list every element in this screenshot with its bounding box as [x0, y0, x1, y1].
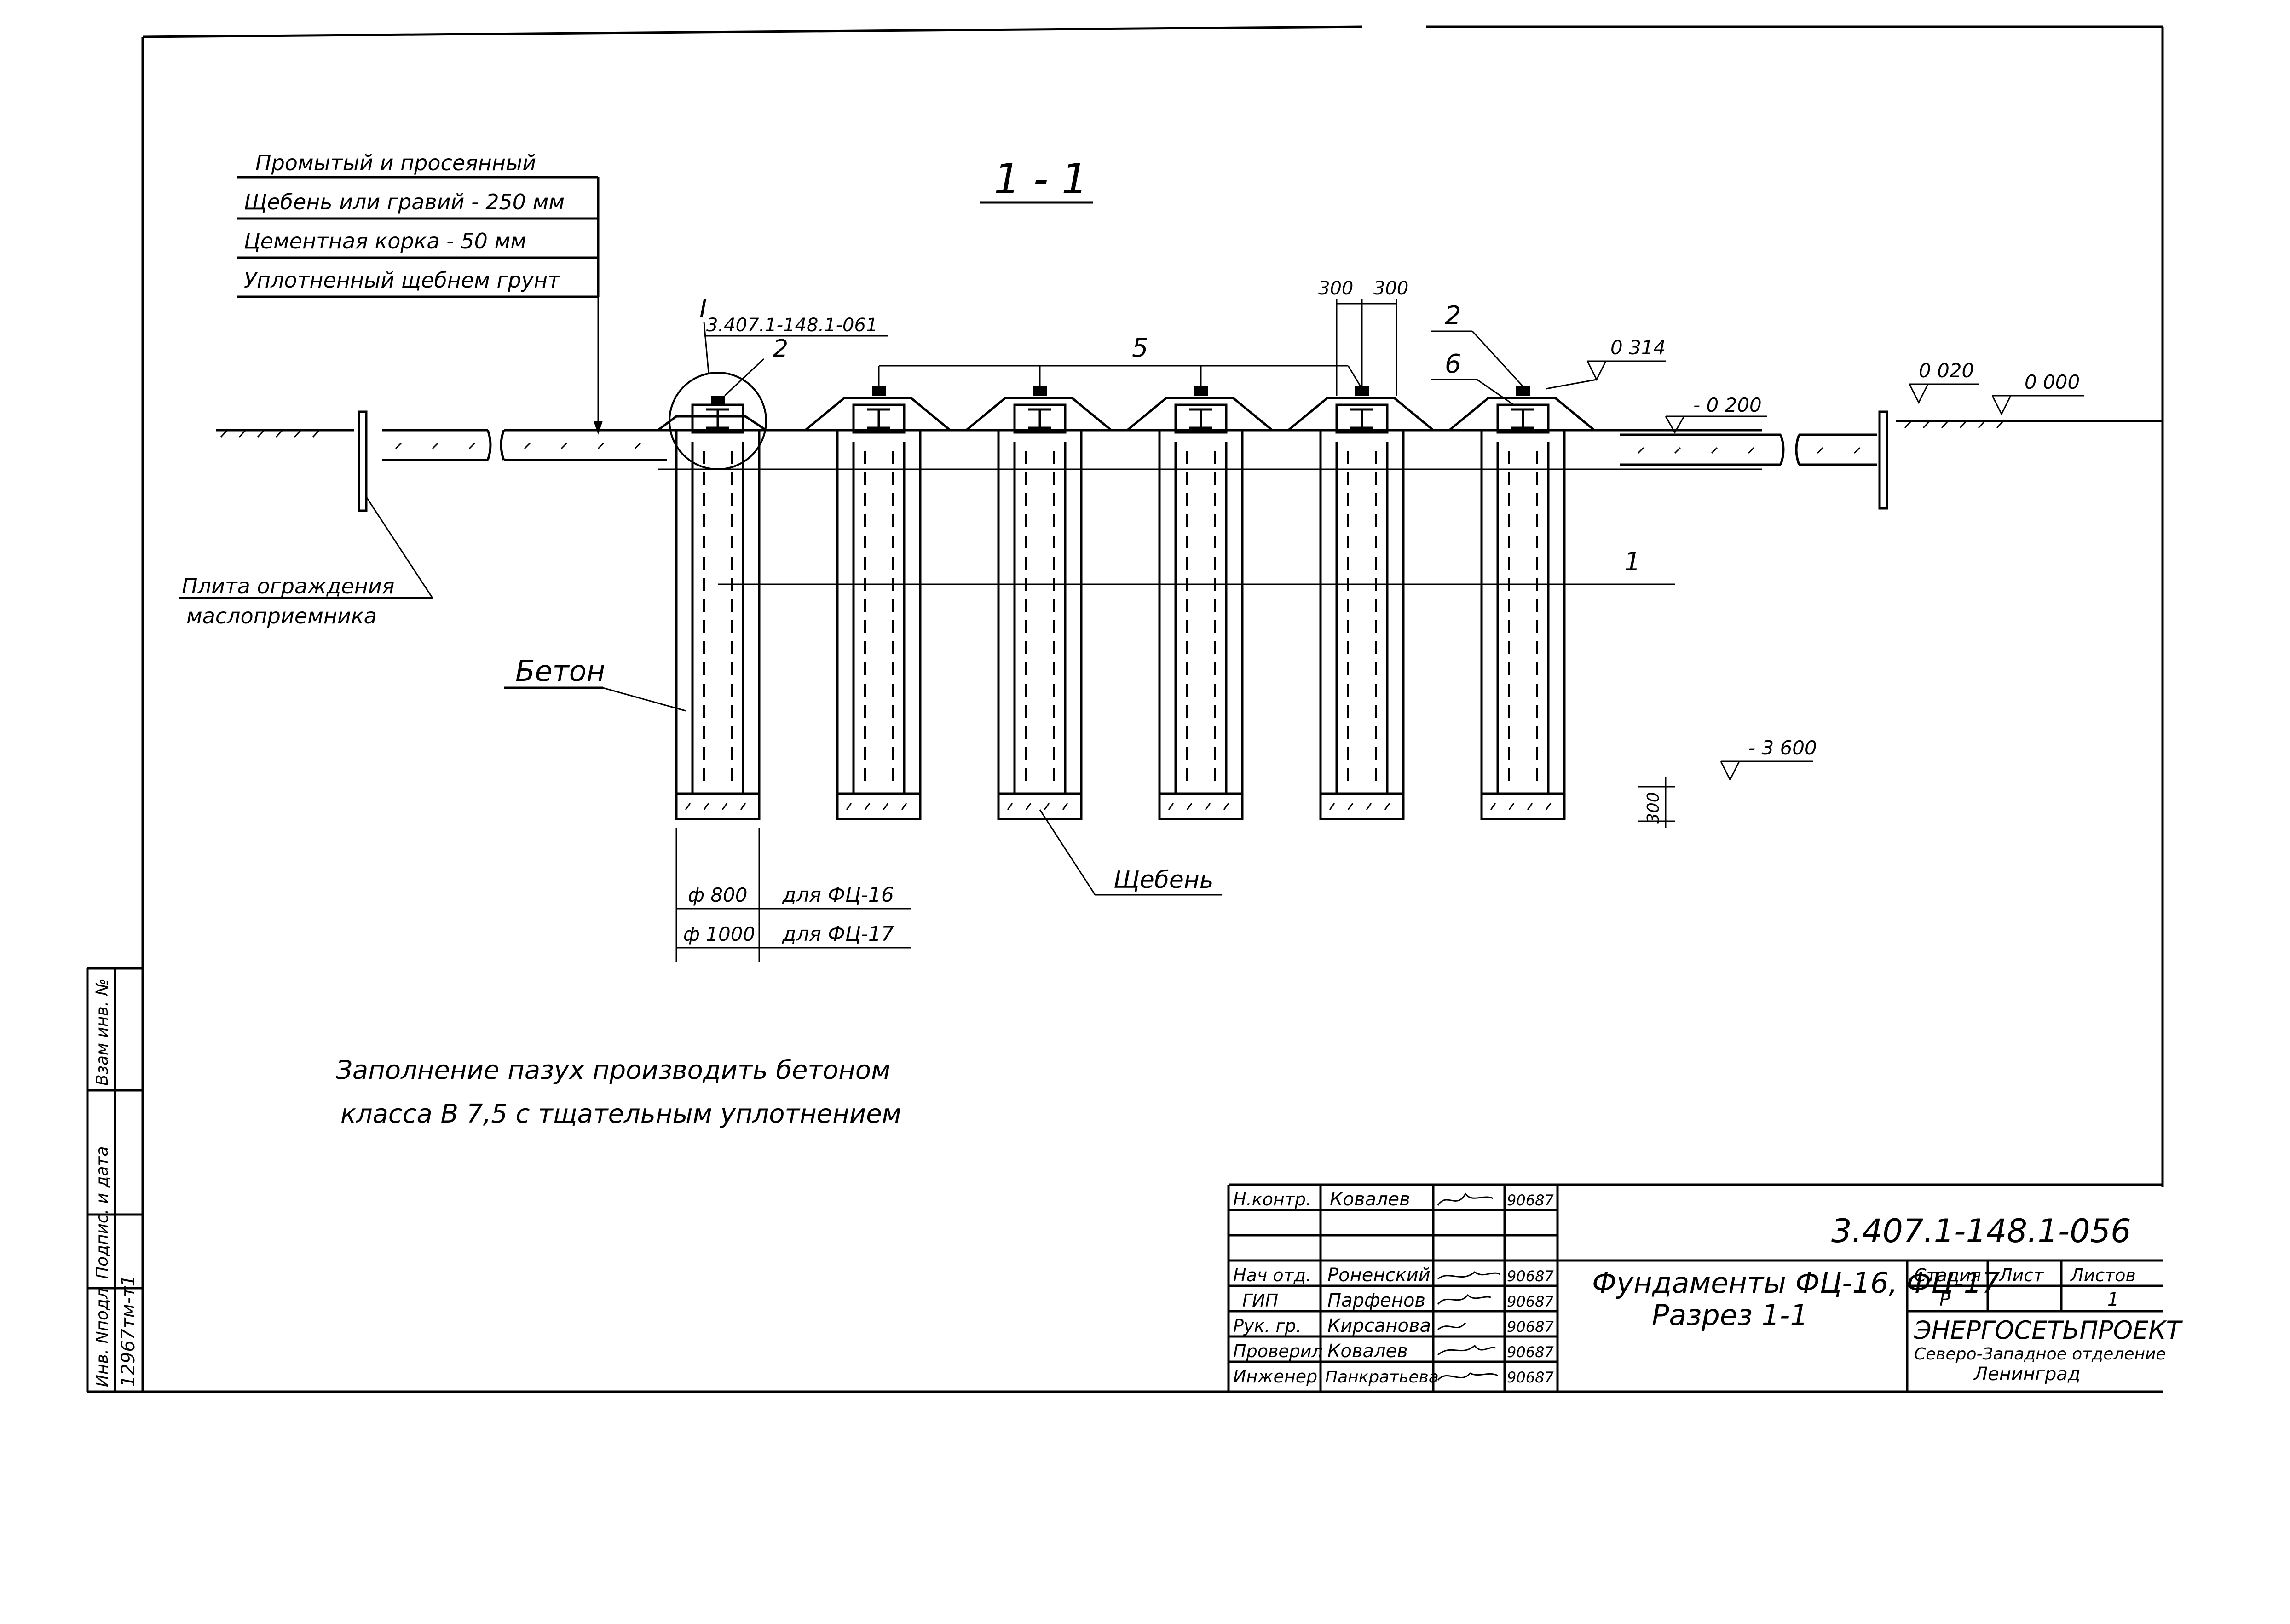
tb-date-4: 90687 [1507, 1343, 1554, 1361]
level-minus3600: - 3 600 [1748, 737, 1817, 759]
tb-org-2: Северо-Западное отделение [1914, 1345, 2166, 1364]
tb-role-4: Проверил [1233, 1341, 1323, 1361]
d800: ф 800 [688, 884, 747, 906]
piles [675, 386, 1566, 820]
tb-role-3: Рук. гр. [1233, 1316, 1302, 1336]
detail-marker: I 3.407.1-148.1-061 2 [669, 294, 888, 470]
stamp-inv-label: Инв. Nподл [93, 1288, 112, 1387]
section-title: 1 - 1 [980, 155, 1093, 204]
callout-5-label: 5 [1132, 333, 1148, 363]
diameter-dims: ф 800 ф 1000 для ФЦ-16 для ФЦ-17 [675, 828, 911, 962]
tb-date-3: 90687 [1507, 1318, 1554, 1336]
dim-300-bottom: 300 [1638, 777, 1675, 828]
legend-row-3: Уплотненный щебнем грунт [244, 268, 560, 293]
concrete-label: Бетон [504, 654, 686, 712]
layer-legend: Промытый и просеянный Щебень или гравий … [237, 150, 603, 435]
level-marks: 0 314 - 0 200 0 020 0 000 - 3 600 [1546, 336, 2084, 782]
tb-name-1: Роненский [1327, 1265, 1431, 1286]
mounds [657, 397, 1595, 432]
tb-name-3: Кирсанова [1327, 1315, 1431, 1336]
note-line-1: Заполнение пазух производить бетоном [336, 1055, 890, 1085]
tb-title-1: Фундаменты ФЦ-16, ФЦ-17 [1592, 1266, 2000, 1300]
fc16: для ФЦ-16 [782, 883, 894, 907]
fc17: для ФЦ-17 [782, 922, 894, 946]
dim-300-pair: 300 300 [1318, 278, 1408, 396]
legend-row-1: Щебень или гравий - 250 мм [244, 190, 565, 214]
fill-layer [382, 429, 1877, 470]
level-top: 0 314 [1610, 336, 1666, 359]
pile-5 [1319, 386, 1405, 820]
tb-date-2: 90687 [1507, 1293, 1554, 1310]
tb-role-0: Н.контр. [1233, 1189, 1311, 1209]
detail-code: 3.407.1-148.1-061 [706, 315, 877, 336]
dim-300-b: 300 [1373, 278, 1408, 299]
section-title-text: 1 - 1 [994, 155, 1088, 203]
tb-role-5: Инженер [1233, 1366, 1317, 1387]
note: Заполнение пазух производить бетоном кла… [336, 1055, 901, 1129]
ground-surface [216, 420, 2163, 438]
tb-date-1: 90687 [1507, 1267, 1554, 1285]
tb-org-3: Ленинград [1973, 1364, 2081, 1385]
callout-6: 6 [1445, 349, 1461, 379]
plate-label-2: маслоприемника [186, 604, 377, 628]
title-block: Н.контр. Ковалев 90687 Нач отд. Роненски… [1227, 1183, 2183, 1392]
level-minus200: - 0 200 [1693, 394, 1762, 416]
legend-row-2: Цементная корка - 50 мм [244, 229, 526, 253]
tb-date-0: 90687 [1507, 1192, 1554, 1209]
concrete-text: Бетон [515, 654, 605, 688]
tb-name-2: Парфенов [1327, 1290, 1425, 1311]
tb-sheets-header: Листов [2070, 1265, 2136, 1285]
line-1: 1 [718, 547, 1675, 585]
tb-name-5: Панкратьева [1325, 1368, 1439, 1387]
tb-name-0: Ковалев [1330, 1189, 1410, 1210]
stamp-number: 12967тм-т1 [118, 1275, 139, 1387]
stamp-podpis-label: Подпис. и дата [93, 1146, 112, 1279]
tb-sheets: 1 [2107, 1289, 2119, 1310]
tb-code: 3.407.1-148.1-056 [1831, 1212, 2131, 1250]
callout-1: 1 [1624, 547, 1641, 577]
pile-6 [1480, 386, 1566, 820]
level-zero: 0 000 [2025, 371, 2080, 393]
gravel-label: Щебень [1039, 809, 1222, 896]
tb-role-1: Нач отд. [1233, 1265, 1311, 1285]
tb-sheet-header: Лист [1998, 1265, 2044, 1285]
callouts-right: 2 6 [1431, 301, 1524, 406]
stamp-vzam-label: Взам инв. № [93, 979, 112, 1086]
tb-date-5: 90687 [1507, 1369, 1554, 1386]
d1000: ф 1000 [683, 923, 755, 945]
legend-header: Промытый и просеянный [255, 150, 536, 175]
tb-name-4: Ковалев [1327, 1341, 1408, 1362]
tb-role-2: ГИП [1242, 1290, 1278, 1311]
callout-5: 5 [878, 333, 1363, 389]
side-stamp: Взам инв. № Подпис. и дата Инв. Nподл 12… [86, 967, 143, 1392]
tb-title-2: Разрез 1-1 [1652, 1298, 1808, 1332]
gravel-text: Щебень [1113, 866, 1214, 894]
tb-org-1: ЭНЕРГОСЕТЬПРОЕКТ [1914, 1316, 2183, 1345]
fence-plate-left: Плита ограждения маслоприемника [179, 410, 433, 628]
tb-stage: Р [1939, 1289, 1951, 1310]
sheet-frame [87, 25, 2164, 1393]
dim-300-a: 300 [1318, 278, 1353, 299]
fence-plate-right [1878, 410, 1888, 510]
pile-4 [1158, 386, 1244, 820]
plate-label: Плита ограждения [182, 574, 394, 599]
pile-2 [836, 386, 922, 820]
pile-1 [675, 396, 761, 820]
tb-stage-header: Стадия [1914, 1265, 1981, 1285]
pile-3 [997, 386, 1083, 820]
callout-2-left: 2 [773, 335, 788, 363]
level-left: 0 020 [1919, 359, 1974, 382]
detail-mark: I [699, 294, 707, 324]
callout-2-right: 2 [1445, 301, 1461, 331]
note-line-2: класса В 7,5 с тщательным уплотнением [340, 1099, 901, 1129]
dim-300-c: 300 [1644, 792, 1663, 824]
